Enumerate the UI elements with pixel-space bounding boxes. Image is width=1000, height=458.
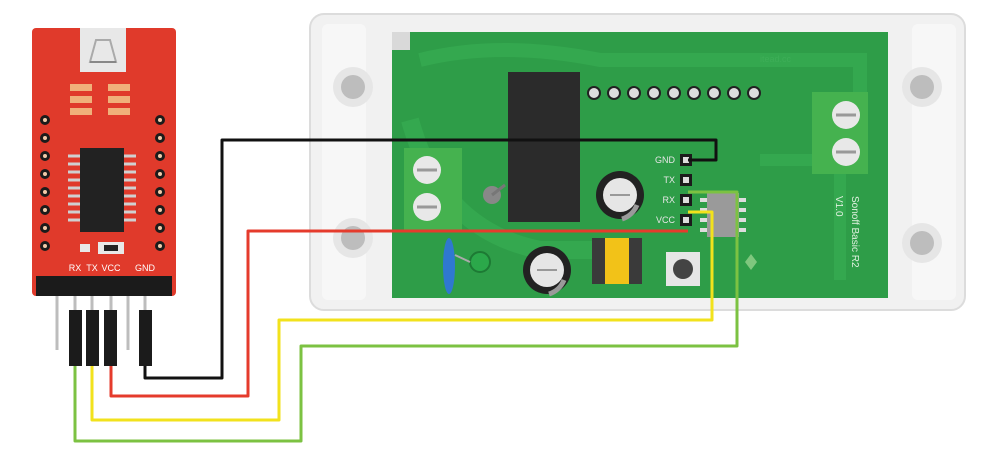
ftdi-adapter: RX TX VCC GND	[32, 28, 176, 366]
wire-tx	[90, 210, 714, 422]
status-led	[745, 254, 757, 270]
blue-capacitor	[443, 238, 455, 294]
ftdi-pin-label-rx: RX	[69, 263, 82, 273]
capacitor-bottom	[523, 246, 571, 297]
wire-vcc	[109, 229, 688, 398]
sonoff-pcb: itead.cc	[392, 32, 888, 298]
voltage-jumper	[80, 242, 124, 254]
wires	[73, 138, 739, 443]
solder-pads	[70, 84, 130, 115]
board-name-label: Sonoff Basic R2	[849, 196, 860, 268]
capacitor-top	[596, 171, 644, 222]
esp-pin-row	[587, 86, 761, 100]
header-pin-label-rx: RX	[662, 195, 675, 205]
ftdi-pin-label-vcc: VCC	[101, 263, 121, 273]
inductor	[592, 238, 642, 284]
wire-rx	[73, 190, 739, 443]
ftdi-pin-label-tx: TX	[86, 263, 98, 273]
green-component	[469, 251, 491, 273]
ftdi-chip	[68, 148, 136, 232]
terminal-block-right	[812, 92, 868, 174]
push-button	[666, 252, 700, 286]
header-pin-label-tx: TX	[663, 175, 675, 185]
programming-header: GND TX RX VCC	[655, 154, 692, 226]
header-pin-label-vcc: VCC	[656, 215, 676, 225]
board-version-label: V1.0	[833, 196, 844, 217]
relay	[508, 72, 580, 222]
dupont-connectors	[69, 310, 152, 366]
ftdi-pin-label-gnd: GND	[135, 263, 156, 273]
terminal-block-left	[404, 148, 462, 230]
header-pin-label-gnd: GND	[655, 155, 676, 165]
side-holes-right	[155, 115, 165, 251]
usb-connector-icon	[80, 28, 126, 72]
itead-logo: itead.cc	[760, 54, 792, 64]
wire-gnd	[143, 138, 718, 380]
